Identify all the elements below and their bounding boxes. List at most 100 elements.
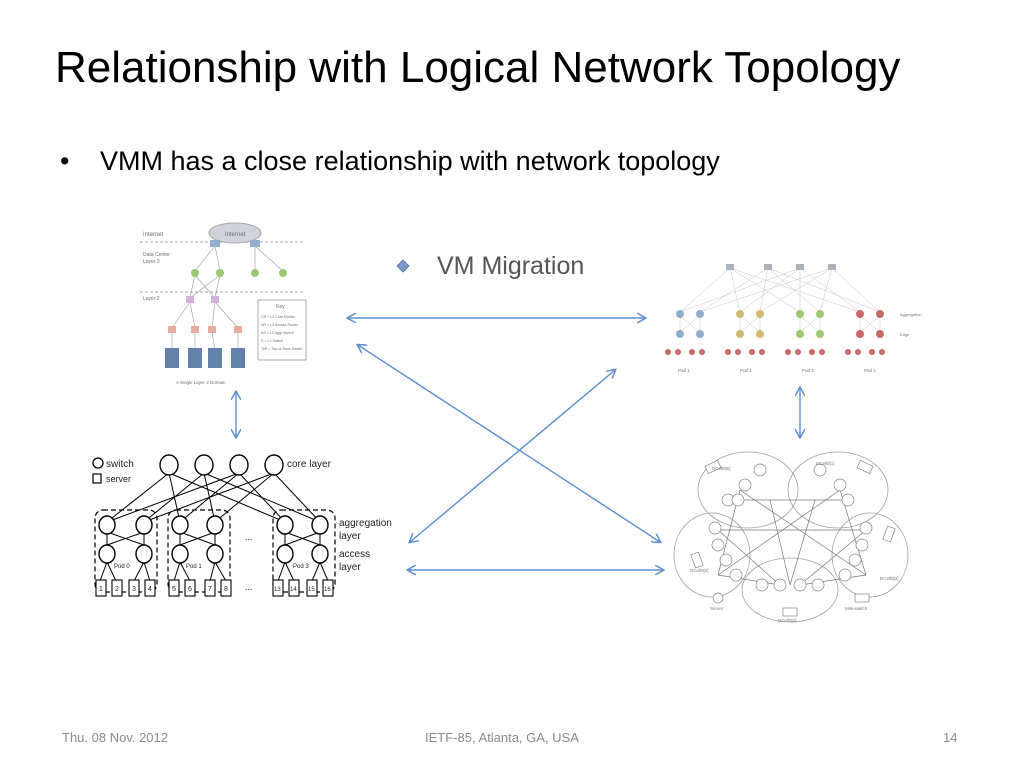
label-pod: Pod 3	[802, 368, 814, 373]
dcell-ellipse	[673, 512, 751, 598]
core-router-icon	[250, 240, 260, 247]
rack-icon	[208, 348, 222, 368]
mini-switch-icon	[782, 607, 798, 617]
l2-switch-icon	[234, 326, 242, 333]
pod-box	[272, 509, 336, 593]
pod-yellow	[725, 310, 765, 355]
dcell-label: DCell0[3]	[880, 576, 899, 581]
dcell-server-icon	[753, 463, 767, 477]
dcell-server-icon	[841, 493, 855, 507]
server-number: 2	[115, 586, 119, 593]
dcell-label: DCell0[1]	[816, 461, 835, 466]
server-icon	[184, 579, 196, 597]
dcell-server-icon	[755, 578, 769, 592]
label-pod: Pod 0	[114, 564, 130, 570]
bullet-text: VMM has a close relationship with networ…	[100, 146, 720, 176]
arrow-diagonal-down	[358, 345, 660, 542]
dcell-server-icon	[729, 568, 743, 582]
pod-box	[167, 509, 231, 593]
fig-fat-tree-colored: Aggregation Edge Pod 1 Pod 1 Pod 3 Pod 2	[665, 264, 922, 373]
legend-switch-label: switch	[106, 459, 134, 470]
dcell-ellipse	[831, 512, 909, 598]
rack-icon	[165, 348, 179, 368]
label-pod: Pod 3	[293, 564, 309, 570]
pod-red	[845, 310, 885, 355]
dcell-server-icon	[838, 568, 852, 582]
server-number: 13	[274, 587, 281, 593]
server-number: 14	[290, 587, 297, 593]
access-router-icon	[216, 269, 224, 277]
label-pod: Pod 1	[186, 564, 202, 570]
server-icon	[322, 579, 334, 597]
server-number: 1	[99, 586, 103, 593]
footer-event: IETF-85, Atlanta, GA, USA	[425, 730, 579, 745]
aggr-switch-icon	[211, 296, 219, 303]
label-internet: Internet	[143, 232, 164, 238]
server-icon	[168, 579, 180, 597]
diamond-icon	[396, 259, 410, 273]
dcell-server-icon	[848, 553, 862, 567]
server-number: 3	[132, 586, 136, 593]
dcell-server-icon	[859, 521, 873, 535]
server-icon	[111, 579, 123, 597]
fig-conventional-datacenter: Internet Data Center Layer 3 Layer 2 Int…	[140, 222, 307, 385]
dcell-server-icon	[813, 463, 827, 477]
mini-switch-icon	[856, 459, 874, 475]
legend-server-label: Server	[710, 606, 724, 611]
fig-dcell: DCell0[0] DCell0[1] DCell0[2] DCell0[3] …	[673, 451, 909, 623]
core-router-icon	[210, 240, 220, 247]
server-icon	[306, 579, 318, 597]
rack-icon	[231, 348, 245, 368]
key-line: CR = L3 Core Router	[261, 315, 296, 319]
aggr-switch-icon	[135, 515, 153, 535]
dcell-server-icon	[711, 538, 725, 552]
server-icon	[220, 579, 232, 597]
key-box	[257, 299, 307, 361]
server-icon	[272, 579, 284, 597]
dcell-label: DCell0[4]	[778, 618, 797, 623]
label-data-center: Data Center	[143, 252, 170, 258]
dcell-server-icon	[793, 578, 807, 592]
vm-migration-label: VM Migration	[437, 252, 584, 280]
dcell-server-icon	[855, 538, 869, 552]
dcell-server-icon	[738, 478, 752, 492]
dcell-label: DCell0[0]	[712, 466, 731, 471]
core-switch-icon	[194, 454, 214, 476]
aggr-switch-icon	[276, 515, 294, 535]
server-icon	[288, 579, 300, 597]
core-switch-icon	[796, 264, 804, 270]
footer-page-number: 14	[943, 730, 958, 745]
access-switch-icon	[135, 544, 153, 564]
aggr-switch-icon	[206, 515, 224, 535]
pod-blue	[665, 310, 705, 355]
fig-fat-tree-abstract: switch server	[92, 454, 392, 597]
legend-server-label: server	[106, 474, 131, 484]
dcell-server-icon	[773, 578, 787, 592]
legend-switch-icon	[92, 457, 104, 469]
server-icon	[204, 579, 216, 597]
core-switch-icon	[726, 264, 734, 270]
internet-cloud-icon	[208, 222, 262, 244]
key-line: AS = L2 Aggr Switch	[261, 331, 294, 335]
aggr-switch-icon	[171, 515, 189, 535]
server-number: 16	[324, 587, 331, 593]
access-router-icon	[279, 269, 287, 277]
core-switch-icon	[264, 454, 284, 476]
label-domain: A Single Layer 2 Domain	[176, 380, 226, 385]
label-aggregation: Aggregation	[900, 312, 922, 317]
aggr-switch-icon	[98, 515, 116, 535]
rack-icon	[188, 348, 202, 368]
legend-mini-switch-label: Mini-switch	[845, 606, 868, 611]
label-pod: Pod 1	[678, 368, 690, 373]
label-layer2: Layer 2	[143, 296, 160, 302]
access-switch-icon	[311, 544, 329, 564]
legend-server-icon	[712, 592, 724, 604]
server-number: 7	[208, 586, 212, 593]
core-switch-icon	[229, 454, 249, 476]
label-edge: Edge	[900, 332, 910, 337]
server-number: 6	[188, 586, 192, 593]
server-number: 8	[224, 586, 228, 593]
label-access: access	[339, 549, 370, 560]
slide-title: Relationship with Logical Network Topolo…	[55, 43, 901, 92]
ellipsis-servers: ...	[245, 582, 253, 592]
